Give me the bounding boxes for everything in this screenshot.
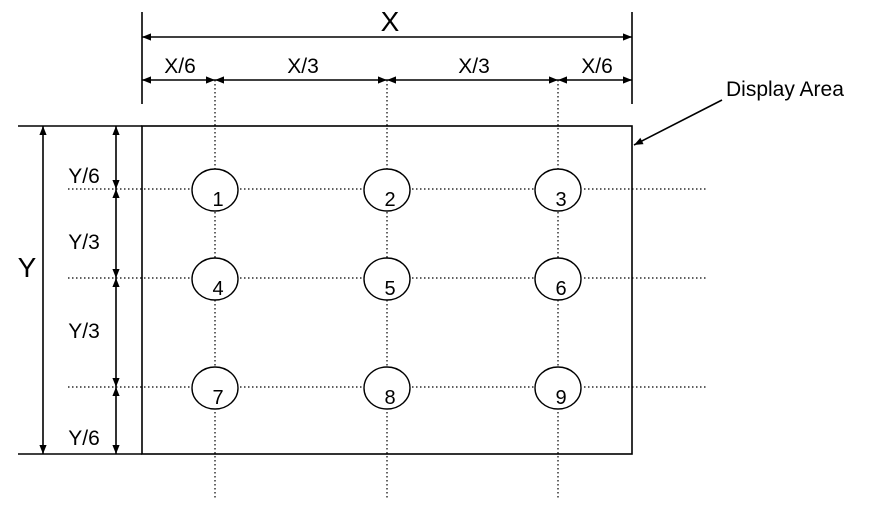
display-area-label: Display Area	[726, 78, 844, 101]
measurement-point-5: 5	[363, 257, 411, 301]
point-number: 9	[555, 387, 566, 409]
x-segment-label-3: X/3	[458, 55, 490, 78]
measurement-point-1: 1	[191, 168, 239, 212]
point-circle	[191, 168, 239, 212]
point-number: 8	[384, 387, 395, 409]
point-circle	[363, 257, 411, 301]
point-circle	[363, 168, 411, 212]
point-number: 4	[212, 278, 223, 300]
measurement-point-6: 6	[534, 257, 582, 301]
y-segment-label-3: Y/3	[68, 320, 100, 343]
point-number: 5	[384, 278, 395, 300]
measurement-point-7: 7	[191, 366, 239, 410]
x-dimension: X X/6 X/3 X/3 X/6	[141, 6, 633, 104]
x-segment-label-1: X/6	[164, 55, 196, 78]
measurement-point-8: 8	[363, 366, 411, 410]
x-segment-label-2: X/3	[287, 55, 319, 78]
x-total-label: X	[381, 6, 400, 37]
point-number: 1	[212, 189, 223, 211]
point-circle	[363, 366, 411, 410]
measurement-points: 1 2 3 4 5 6 7 8	[191, 168, 582, 410]
measurement-point-2: 2	[363, 168, 411, 212]
x-segment-label-4: X/6	[581, 55, 613, 78]
callout-arrow	[633, 99, 723, 146]
y-dimension: Y Y/6 Y/3 Y/3 Y/6	[18, 125, 142, 455]
point-number: 7	[212, 387, 223, 409]
y-segment-label-2: Y/3	[68, 231, 100, 254]
y-segment-label-4: Y/6	[68, 427, 100, 450]
point-circle	[534, 257, 582, 301]
point-circle	[534, 366, 582, 410]
point-circle	[191, 257, 239, 301]
point-number: 6	[555, 278, 566, 300]
measurement-point-3: 3	[534, 168, 582, 212]
display-area-callout: Display Area	[633, 78, 844, 146]
point-number: 2	[384, 189, 395, 211]
measurement-point-9: 9	[534, 366, 582, 410]
point-circle	[191, 366, 239, 410]
y-segment-label-1: Y/6	[68, 165, 100, 188]
display-area-rectangle	[141, 125, 633, 455]
point-number: 3	[555, 189, 566, 211]
y-total-label: Y	[18, 252, 37, 283]
measurement-point-4: 4	[191, 257, 239, 301]
point-circle	[534, 168, 582, 212]
